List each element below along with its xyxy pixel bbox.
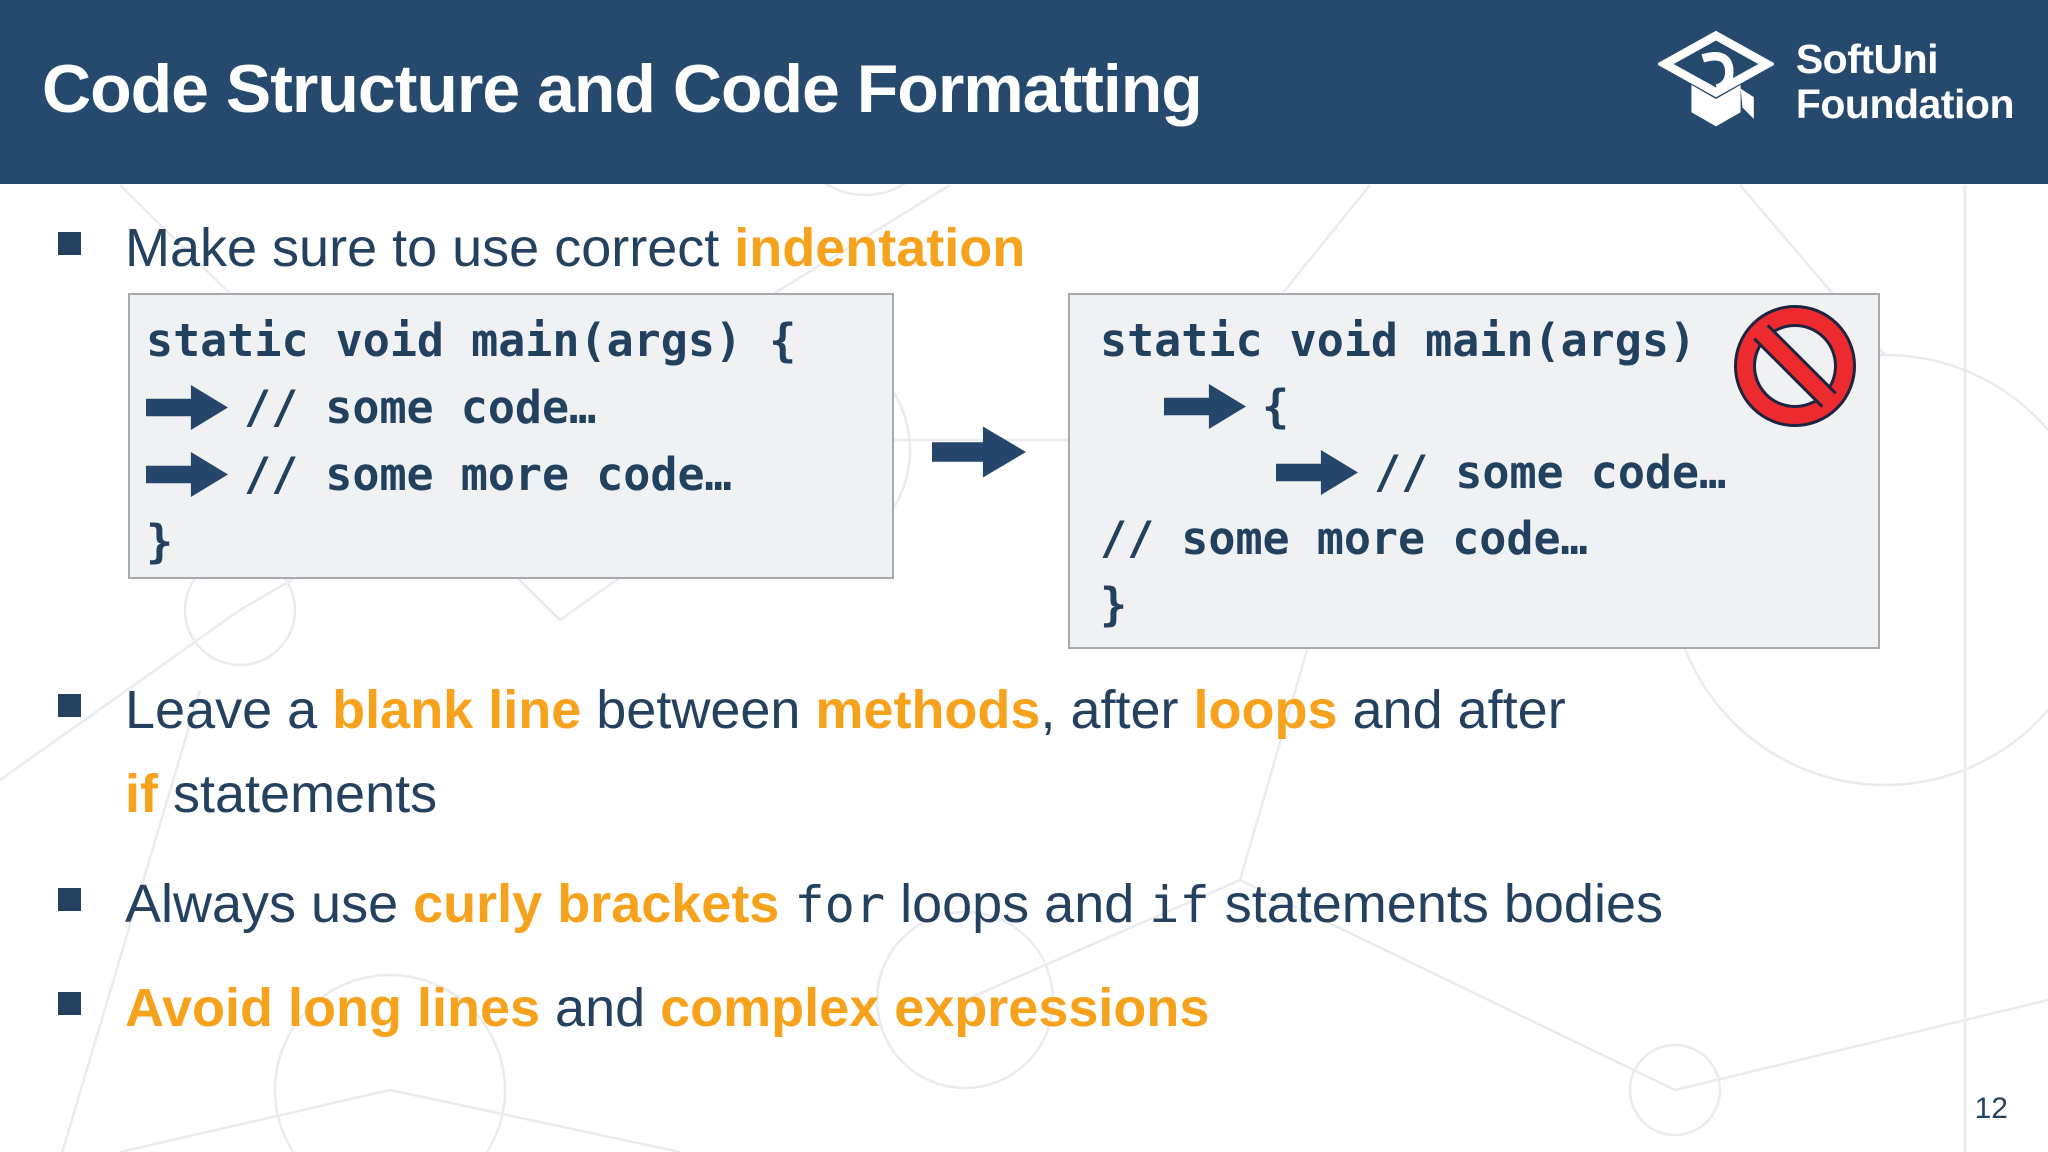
text-run-accent: blank line (332, 680, 582, 740)
code-text: // some more code… (1100, 511, 1588, 565)
text-run: between (581, 680, 816, 740)
text-run-accent: complex expressions (660, 978, 1210, 1038)
right-arrow-icon (146, 452, 228, 497)
code-line: // some more code… (1100, 505, 1878, 571)
header-bar: Code Structure and Code Formatting SoftU… (0, 0, 2048, 184)
code-text: // some code… (244, 381, 597, 434)
text-run: , after (1040, 680, 1194, 740)
code-line: } (1100, 571, 1878, 637)
text-run: Make sure to use correct (125, 218, 735, 278)
logo-line2: Foundation (1795, 81, 2015, 127)
graduation-cap-icon (1657, 30, 1774, 127)
code-box-bad: static void main(args) { // some code… /… (1068, 293, 1880, 649)
right-arrow-icon (146, 385, 228, 430)
code-text: { (1262, 379, 1290, 433)
bullet-line: if statements (125, 764, 437, 824)
square-bullet-icon (58, 888, 81, 911)
code-line: // some more code… (146, 441, 892, 508)
code-text: } (146, 515, 174, 568)
bullet-text: Leave a blank line between methods, afte… (125, 668, 1566, 836)
text-run: Leave a (125, 680, 333, 740)
text-run (779, 874, 794, 934)
code-text: static void main(args) (1100, 313, 1697, 367)
bullet-item-curly-brackets: Always use curly brackets for loops and … (58, 862, 2018, 947)
code-line: } (146, 508, 892, 575)
square-bullet-icon (58, 992, 81, 1015)
bullet-text: Make sure to use correct indentation (125, 206, 1025, 290)
bullet-item-blank-line: Leave a blank line between methods, afte… (58, 668, 1958, 836)
text-run: statements (158, 764, 438, 824)
code-text: static void main(args) { (146, 314, 797, 367)
bullet-item-avoid-long-lines: Avoid long lines and complex expressions (58, 966, 1209, 1050)
code-line: static void main(args) (1100, 307, 1878, 373)
logo-line1: SoftUni (1795, 36, 1939, 82)
text-run-accent: loops (1193, 680, 1338, 740)
bullet-item-indentation: Make sure to use correct indentation (58, 206, 1025, 290)
text-run-accent: curly brackets (413, 874, 780, 934)
text-run: and after (1337, 680, 1566, 740)
page-title: Code Structure and Code Formatting (42, 51, 1203, 127)
bullet-text: Avoid long lines and complex expressions (125, 966, 1209, 1050)
right-arrow-icon (932, 426, 1026, 478)
square-bullet-icon (58, 232, 81, 255)
text-run: statements bodies (1209, 874, 1663, 934)
right-arrow-icon (1276, 449, 1358, 495)
text-run-accent: methods (815, 680, 1041, 740)
text-run-accent: if (125, 764, 158, 824)
no-entry-icon (1734, 305, 1856, 427)
code-line: static void main(args) { (146, 307, 892, 374)
code-line: // some code… (146, 374, 892, 441)
text-run: Always use (125, 874, 414, 934)
text-run-accent: indentation (734, 218, 1026, 278)
text-run: loops and (885, 874, 1150, 934)
bullet-line: Leave a blank line between methods, afte… (125, 680, 1566, 740)
code-text: // some more code… (244, 448, 732, 501)
square-bullet-icon (58, 694, 81, 717)
code-box-good: static void main(args) { // some code… /… (128, 293, 894, 579)
text-run-code: if (1149, 875, 1210, 934)
code-text: } (1100, 577, 1128, 631)
bullet-text: Always use curly brackets for loops and … (125, 862, 1663, 947)
code-line: { (1100, 373, 1878, 439)
code-line: // some code… (1100, 439, 1878, 505)
text-run: and (540, 978, 661, 1038)
text-run-accent: Avoid long lines (125, 978, 541, 1038)
text-run-code: for (794, 875, 886, 934)
code-text: // some code… (1374, 445, 1727, 499)
page-number: 12 (1974, 1092, 2008, 1125)
right-arrow-icon (1164, 383, 1246, 429)
